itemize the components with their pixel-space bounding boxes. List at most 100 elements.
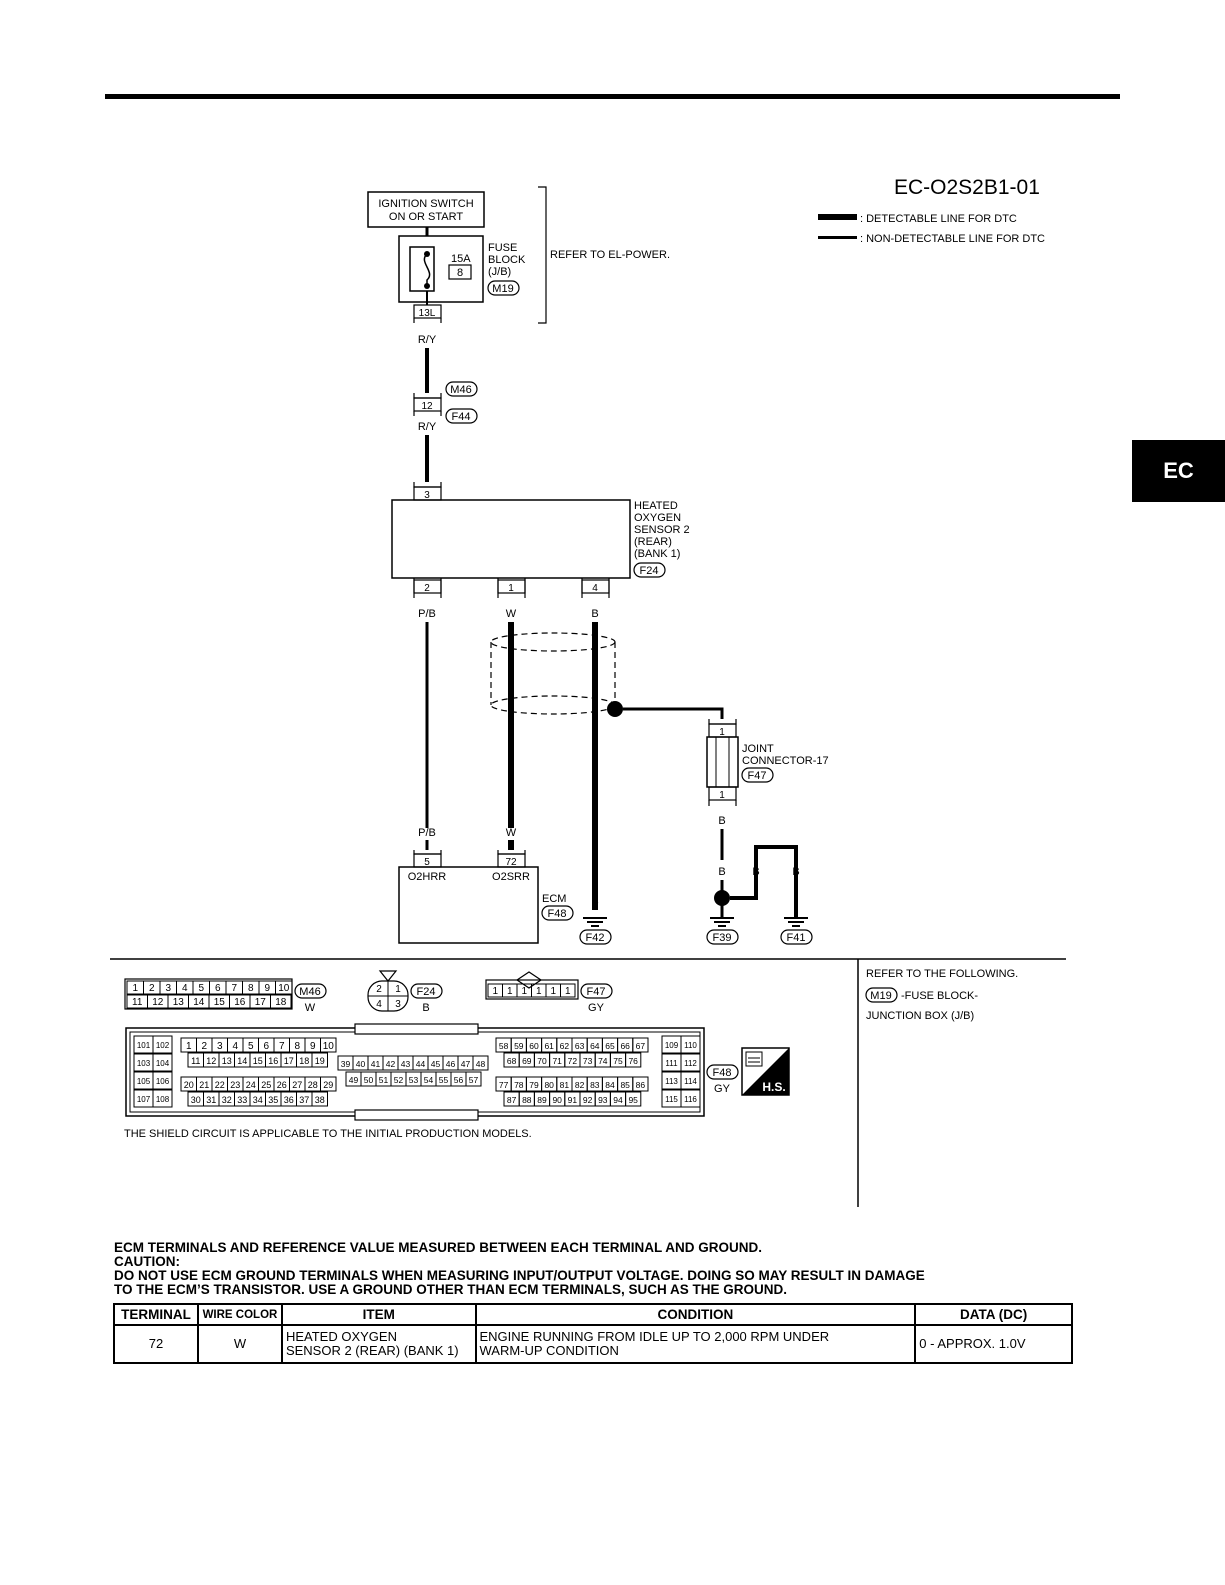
refer-following-1: REFER TO THE FOLLOWING. [866, 968, 1018, 980]
legend-detectable: : DETECTABLE LINE FOR DTC [860, 213, 1017, 225]
pin-f48-78: 78 [514, 1080, 524, 1090]
pin-f48-43: 43 [401, 1059, 411, 1069]
pin-f48-55: 55 [439, 1075, 449, 1085]
pin-cell [680, 1053, 701, 1072]
fuse-amp: 15A [451, 253, 471, 265]
pin-f48-113: 113 [665, 1077, 678, 1086]
wire-b-ground-1: B [718, 866, 725, 878]
pin-m46-5: 5 [198, 983, 204, 994]
pin-m46-15: 15 [214, 997, 226, 1008]
shield-top [490, 632, 616, 652]
refer-following-conn: M19 [870, 990, 891, 1002]
pin-f48-86: 86 [636, 1080, 646, 1090]
sensor-pin-1: 1 [508, 583, 514, 594]
pin-f47-1: 1 [536, 986, 542, 997]
ignition-label-1: IGNITION SWITCH [378, 198, 473, 210]
pin-f48-22: 22 [215, 1080, 225, 1090]
sensor-pin-2: 2 [424, 583, 430, 594]
pin-f48-62: 62 [560, 1041, 570, 1051]
pin-f48-116: 116 [684, 1095, 697, 1104]
pin-f48-88: 88 [522, 1095, 532, 1105]
ground-f42: F42 [586, 932, 605, 944]
pin-f48-73: 73 [583, 1056, 593, 1066]
pin-f48-46: 46 [446, 1059, 456, 1069]
pin-cell [680, 1071, 701, 1090]
pin-f48-1: 1 [186, 1041, 192, 1052]
fuse-block-label-1: FUSE [488, 242, 517, 254]
f47-housing [485, 979, 579, 1000]
cell-cond-2: WARM-UP CONDITION [479, 1343, 619, 1358]
pin-cell [152, 1089, 173, 1108]
f48-key-top [354, 1023, 479, 1035]
sensor-pin-4: 4 [592, 583, 598, 594]
pin-f48-94: 94 [613, 1095, 623, 1105]
pin-f48-47: 47 [461, 1059, 471, 1069]
ground-splice [714, 890, 730, 906]
pin-m46-18: 18 [275, 997, 287, 1008]
sensor-label-4: (REAR) [634, 536, 672, 548]
pin-cell [680, 1035, 701, 1054]
cell-terminal: 72 [113, 1324, 199, 1364]
harness-pin: 12 [421, 401, 433, 412]
pin-f48-90: 90 [552, 1095, 562, 1105]
pin-f48-49: 49 [349, 1075, 359, 1085]
pin-f48-79: 79 [529, 1080, 539, 1090]
shield-splice [607, 701, 623, 717]
pin-f48-52: 52 [394, 1075, 404, 1085]
pin-cell [311, 1091, 328, 1107]
pin-f48-74: 74 [598, 1056, 608, 1066]
pin-f48-31: 31 [206, 1095, 216, 1105]
pin-m46-4: 4 [182, 983, 188, 994]
pin-f48-70: 70 [537, 1056, 547, 1066]
pin-f48-61: 61 [544, 1041, 554, 1051]
ground-symbol-f39 [710, 917, 734, 927]
pin-f48-38: 38 [315, 1095, 325, 1105]
joint-label-1: JOINT [742, 743, 774, 755]
header-condition: CONDITION [474, 1303, 917, 1326]
pin-cell [311, 1052, 328, 1068]
wire-pb-bottom: P/B [418, 827, 436, 839]
f24-pin-1: 1 [395, 984, 401, 995]
f47-color: GY [588, 1002, 605, 1014]
joint-pin-top: 1 [719, 727, 725, 738]
pin-m46-10: 10 [278, 983, 290, 994]
caution-block: ECM TERMINALS AND REFERENCE VALUE MEASUR… [114, 1241, 1134, 1297]
pin-cell [625, 1052, 642, 1068]
pin-f48-28: 28 [308, 1080, 318, 1090]
fuse-terminal: 13L [419, 308, 436, 319]
pin-f48-11: 11 [191, 1056, 200, 1066]
fuse-block-label-3: (J/B) [488, 266, 511, 278]
fuse-icon [423, 253, 431, 286]
wire-b-ecm-ground: B [591, 896, 598, 908]
ignition-label-2: ON OR START [389, 211, 463, 223]
pin-f48-37: 37 [299, 1095, 309, 1105]
pin-m46-12: 12 [152, 997, 164, 1008]
pin-f48-76: 76 [628, 1056, 638, 1066]
sensor-label-1: HEATED [634, 500, 678, 512]
pin-f48-5: 5 [248, 1041, 254, 1052]
wire-w-top: W [506, 608, 517, 620]
pin-f48-15: 15 [253, 1056, 263, 1066]
fuse-number: 8 [457, 267, 463, 279]
f24-pin-2: 2 [376, 984, 382, 995]
pin-f48-72: 72 [568, 1056, 578, 1066]
cell-data: 0 - APPROX. 1.0V [914, 1324, 1073, 1364]
pin-f48-89: 89 [537, 1095, 547, 1105]
pin-f48-107: 107 [137, 1095, 151, 1104]
pin-f48-2: 2 [201, 1041, 207, 1052]
pin-f48-30: 30 [191, 1095, 201, 1105]
header-wire-color: WIRE COLOR [196, 1303, 283, 1326]
pin-f48-32: 32 [222, 1095, 232, 1105]
pin-f48-63: 63 [575, 1041, 585, 1051]
wire-b-ground-2: B [752, 866, 759, 878]
pin-f48-21: 21 [199, 1080, 209, 1090]
pin-f48-80: 80 [544, 1080, 554, 1090]
cell-cond-1: ENGINE RUNNING FROM IDLE UP TO 2,000 RPM… [479, 1329, 830, 1344]
pin-f48-14: 14 [237, 1056, 247, 1066]
header-terminal: TERMINAL [113, 1303, 199, 1326]
wire-shield-ground [623, 707, 724, 719]
pin-f48-82: 82 [575, 1080, 585, 1090]
